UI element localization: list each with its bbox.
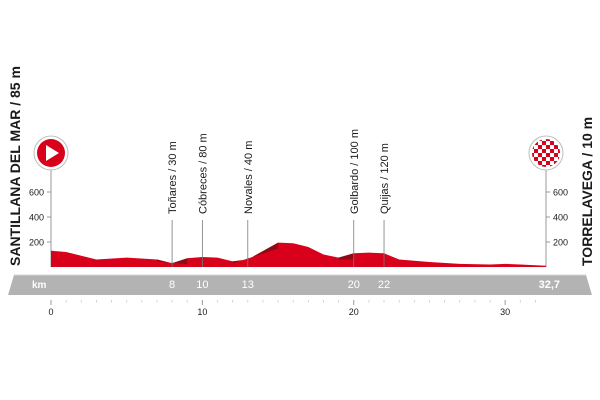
- checkered-square: [542, 165, 546, 167]
- waypoint-label: Novales / 40 m: [243, 141, 255, 214]
- checkered-flag-icon: [528, 135, 564, 171]
- waypoint-label: Toñares / 30 m: [167, 141, 179, 214]
- checkered-square: [538, 161, 542, 165]
- profile-group: [51, 242, 546, 267]
- climb-shading: [338, 253, 354, 260]
- checkered-square: [542, 141, 546, 145]
- x-tick-label: 30: [500, 307, 510, 317]
- waypoint-km-label: 8: [169, 279, 175, 291]
- x-tick-label: 20: [349, 307, 359, 317]
- waypoint-label: Quijas / 120 m: [379, 143, 391, 214]
- icons-group: [33, 135, 564, 171]
- x-tick-label: 10: [197, 307, 207, 317]
- checkered-square: [534, 157, 538, 161]
- y-tick-label-right: 600: [553, 188, 568, 198]
- checkered-square: [542, 157, 546, 161]
- y-tick-label-left: 400: [29, 213, 44, 223]
- checkered-square: [546, 153, 550, 157]
- waypoint-label: Cóbreces / 80 m: [197, 133, 209, 214]
- play-icon: [33, 135, 69, 171]
- climb-shading: [232, 242, 279, 264]
- total-distance-label: 32,7: [539, 279, 560, 291]
- labels-group: Toñares / 30 m Cóbreces / 80 m Novales / 4…: [7, 66, 595, 267]
- waypoint-km-label: 13: [242, 279, 254, 291]
- axes-group: 600 600 400 400 200 200 0 10 20 30: [29, 170, 568, 317]
- checkered-square: [538, 145, 542, 149]
- checkered-square: [538, 153, 542, 157]
- checkered-square: [542, 149, 546, 153]
- checkered-square: [532, 139, 534, 141]
- y-tick-label-left: 200: [29, 238, 44, 248]
- checkered-square: [550, 149, 554, 153]
- distance-unit-label: km: [32, 280, 47, 291]
- y-tick-label-right: 200: [553, 238, 568, 248]
- y-tick-label-right: 400: [553, 213, 568, 223]
- checkered-square: [558, 165, 560, 167]
- checkered-square: [546, 145, 550, 149]
- y-tick-label-left: 600: [29, 188, 44, 198]
- distance-band: [8, 275, 592, 295]
- distance-band-group: km 32,7 8 10 13 20 22: [8, 274, 592, 295]
- waypoint-km-label: 10: [196, 279, 208, 291]
- checkered-square: [532, 153, 534, 157]
- checkered-square: [550, 141, 554, 145]
- elevation-profile-area: [51, 242, 546, 267]
- checkered-square: [546, 139, 550, 141]
- waypoint-km-label: 20: [348, 279, 360, 291]
- climb-shading: [157, 258, 188, 265]
- checkered-square: [546, 161, 550, 165]
- waypoint-km-label: 22: [378, 279, 390, 291]
- checkered-square: [554, 145, 558, 149]
- x-tick-label: 0: [48, 307, 53, 317]
- checkered-square: [550, 157, 554, 161]
- start-town-label: SANTILLANA DEL MAR / 85 m: [7, 66, 23, 266]
- waypoint-label: Golbardo / 100 m: [349, 129, 361, 214]
- play-icon-triangle: [46, 145, 59, 161]
- finish-town-label: TORRELAVEGA / 10 m: [579, 117, 595, 266]
- checkered-square: [554, 153, 558, 157]
- checkered-square: [534, 149, 538, 153]
- checkered-square: [558, 149, 560, 153]
